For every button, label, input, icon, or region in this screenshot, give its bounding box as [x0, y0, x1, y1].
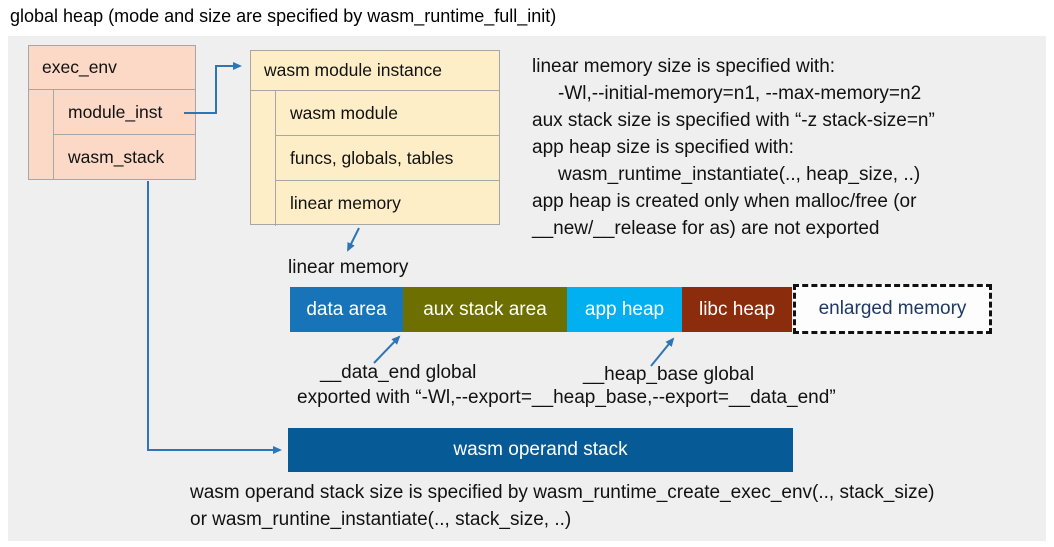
segment-aux-stack-area: aux stack area: [403, 287, 567, 332]
linear-memory-label: linear memory: [288, 257, 409, 278]
wasm-module-instance-box: wasm module instance wasm module funcs, …: [250, 50, 500, 226]
segment-data-area: data area: [290, 287, 403, 332]
wasm-module-instance-indent-strip: [251, 91, 276, 226]
memory-size-notes: linear memory size is specified with: -W…: [532, 53, 935, 242]
note-line: app heap size is specified with:: [532, 137, 794, 158]
instance-row-linear-memory: linear memory: [290, 193, 401, 213]
segment-libc-heap: libc heap: [682, 287, 792, 332]
note-line: wasm_runtime_instantiate(.., heap_size, …: [558, 164, 921, 185]
wasm-module-instance-header: wasm module instance: [251, 51, 499, 91]
heap-base-global-label: __heap_base global: [583, 364, 755, 385]
note-line: __new/__release for as) are not exported: [532, 218, 880, 239]
exec-env-row-module-inst: module_inst: [54, 90, 195, 135]
note-line: or wasm_runtine_instantiate(.., stack_si…: [190, 509, 572, 530]
instance-row-funcs-globals-tables: funcs, globals, tables: [276, 136, 499, 181]
exec-env-header: exec_env: [29, 46, 195, 90]
segment-app-heap: app heap: [567, 287, 682, 332]
exec-env-body: module_inst wasm_stack: [29, 90, 195, 180]
data-end-global-label: __data_end global: [320, 362, 477, 383]
note-line: linear memory size is specified with:: [532, 56, 836, 77]
exec-env-row-wasm-stack: wasm_stack: [68, 147, 165, 167]
operand-stack-notes: wasm operand stack size is specified by …: [190, 479, 935, 533]
wasm-operand-stack-bar: wasm operand stack: [288, 428, 793, 472]
exec-env-box: exec_env module_inst wasm_stack: [28, 45, 196, 180]
exported-with-label: exported with “-Wl,--export=__heap_base,…: [297, 387, 836, 408]
exec-env-indent-strip: [29, 90, 54, 180]
wasm-module-instance-body: wasm module funcs, globals, tables linea…: [251, 91, 499, 226]
diagram-title: global heap (mode and size are specified…: [10, 6, 557, 26]
segment-enlarged-memory: enlarged memory: [793, 284, 992, 334]
note-line: aux stack size is specified with “-z sta…: [532, 110, 935, 131]
note-line: app heap is created only when malloc/fre…: [532, 191, 917, 212]
instance-row-wasm-module: wasm module: [276, 91, 499, 136]
note-line: wasm operand stack size is specified by …: [190, 482, 935, 503]
note-line: -Wl,--initial-memory=n1, --max-memory=n2: [558, 83, 922, 104]
